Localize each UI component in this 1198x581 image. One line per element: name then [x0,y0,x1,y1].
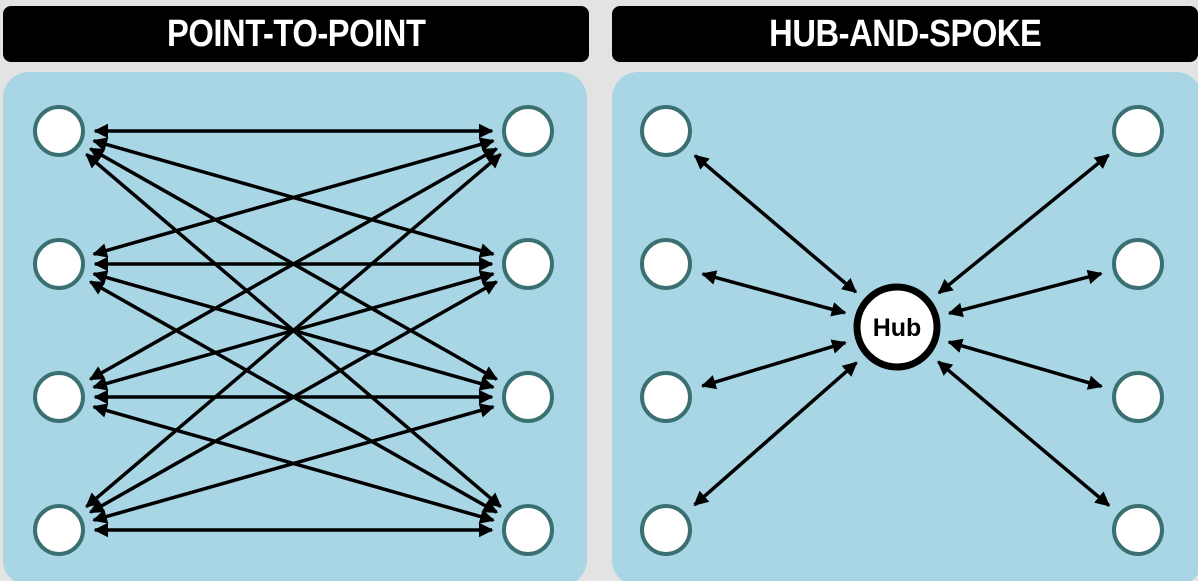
p2p-right-node-4-icon [502,504,554,556]
point-to-point-title: POINT-TO-POINT [166,12,426,55]
hub-left-node-1-icon [640,105,692,157]
hub-arrow-right-3 [947,338,1103,390]
hub-right-node-3-icon [1112,371,1164,423]
p2p-left-node-3-icon [33,371,85,423]
hub-right-node-2-icon [1112,238,1164,290]
hub-and-spoke-title: HUB-AND-SPOKE [768,12,1042,55]
hub-left-node-3-icon [640,371,692,423]
hub-and-spoke-header: HUB-AND-SPOKE [612,6,1198,62]
p2p-right-node-3-icon [502,371,554,423]
p2p-right-node-2-icon [502,238,554,290]
hub-arrow-left-1 [693,154,857,294]
hub-left-node-2-icon [640,238,692,290]
p2p-arrow-l4-r3 [92,403,495,524]
hub-arrow-right-1 [937,153,1110,295]
hub-left-node-4-icon [640,504,692,556]
hub-node: Hub [853,283,941,371]
p2p-right-node-1-icon [502,105,554,157]
p2p-left-node-1-icon [33,105,85,157]
p2p-left-node-2-icon [33,238,85,290]
point-to-point-connections [85,123,502,538]
point-to-point-header: POINT-TO-POINT [3,6,589,62]
hub-circle-icon [853,283,941,371]
hub-right-node-1-icon [1112,105,1164,157]
hub-arrow-right-2 [947,269,1103,318]
hub-arrow-right-4 [937,360,1111,507]
hub-arrow-left-4 [693,361,858,507]
hub-spoke-nodes [640,105,1164,556]
p2p-left-node-4-icon [33,504,85,556]
hub-arrow-left-2 [701,270,847,317]
hub-right-node-4-icon [1112,504,1164,556]
hub-label: Hub [873,314,922,342]
hub-arrow-left-3 [700,339,847,390]
point-to-point-nodes [33,105,554,556]
hub-spoke-connections [693,153,1111,507]
